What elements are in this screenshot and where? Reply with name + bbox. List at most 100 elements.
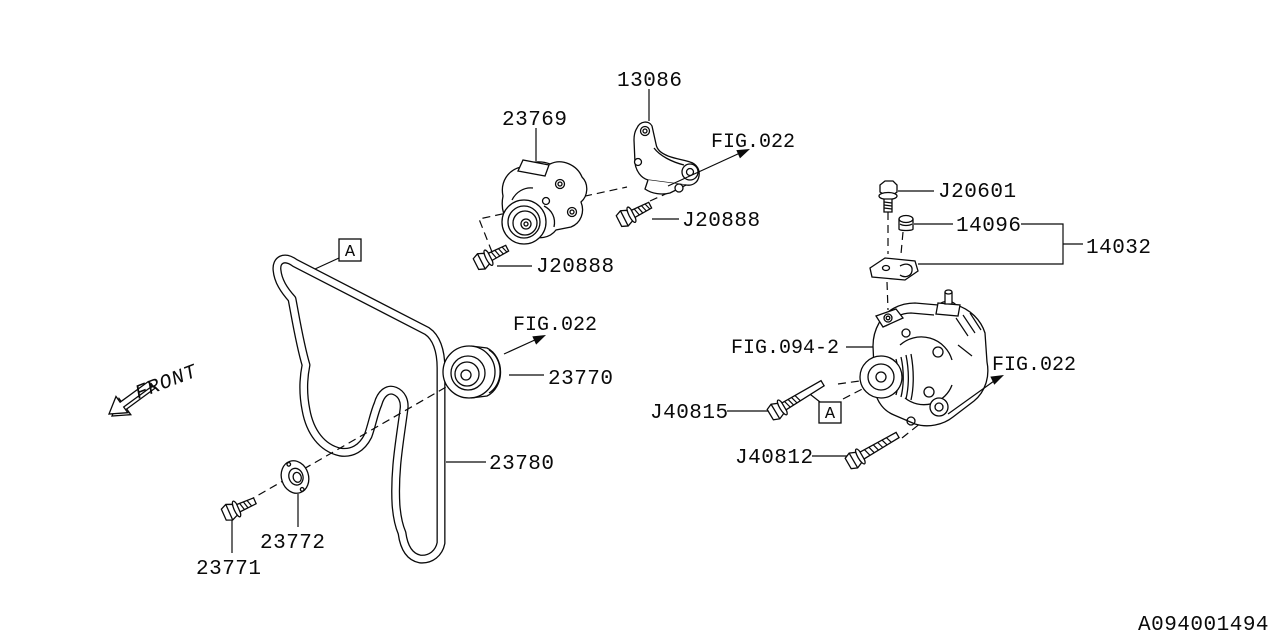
- alternator: [859, 289, 989, 427]
- part-label-23771: 23771: [196, 558, 262, 581]
- part-label-13086: 13086: [617, 70, 683, 93]
- bracket-14032: [869, 257, 919, 281]
- arrowhead: [990, 375, 1004, 385]
- alternator-hole2: [901, 328, 911, 338]
- belt-inner: [273, 255, 445, 563]
- pulley-rim-side2: [488, 349, 501, 394]
- detail-marker-a-right: A: [818, 401, 842, 424]
- alternator-ear-top-hole2: [885, 315, 891, 321]
- part-label-23772: 23772: [260, 532, 326, 555]
- part-label-23770: 23770: [548, 368, 614, 391]
- fig-ref-022-top: FIG.022: [711, 131, 795, 154]
- bolt-shaft: [859, 431, 900, 460]
- bolt-threads: [239, 500, 253, 511]
- pulley-ring: [450, 355, 486, 391]
- alternator-hole3: [923, 386, 935, 398]
- bolt-j40815: [766, 379, 826, 421]
- fig022-arrow-right: [947, 375, 1004, 415]
- washer-hole-bottom: [299, 486, 305, 492]
- marker-box: [338, 238, 362, 262]
- tensioner-pulley-center: [523, 221, 529, 227]
- front-label: FRONT: [132, 361, 201, 406]
- part-label-23769: 23769: [502, 109, 568, 132]
- bracket-13086: [633, 121, 700, 195]
- marker-letter: A: [825, 405, 836, 424]
- bolt-j20888-left: [472, 244, 510, 271]
- fig022-arrow-top: [667, 149, 750, 187]
- fig-ref-022-right: FIG.022: [992, 354, 1076, 377]
- bracket-hole-top: [639, 125, 651, 137]
- alternator-ear-bottom: [929, 397, 949, 417]
- axis-crank-idler: [235, 378, 461, 509]
- marker-letter: A: [345, 243, 356, 262]
- bolt-head-facet: [770, 403, 781, 420]
- bolt-j20888-right: [615, 201, 653, 228]
- arrowhead: [532, 335, 546, 345]
- marker-box: [818, 401, 842, 424]
- alternator-ear-top-hole: [883, 313, 893, 323]
- bolt-threads: [883, 201, 893, 210]
- spacer-line: [899, 223, 913, 227]
- front-arrow: [108, 380, 156, 417]
- alternator-hole1: [932, 346, 944, 358]
- bracket-plate: [869, 257, 919, 281]
- front-arrow-outline: [108, 380, 153, 415]
- bolt-threads: [784, 394, 801, 408]
- fig022-arrow-mid: [503, 335, 546, 355]
- tensioner-tab: [517, 159, 550, 177]
- tensioner-hole-3b: [569, 209, 575, 215]
- part-label-23780: 23780: [489, 453, 555, 476]
- bolt-head-facet: [848, 452, 859, 469]
- arrowhead: [736, 149, 750, 159]
- bolt-head-facet: [476, 253, 486, 270]
- part-label-j40812: J40812: [735, 447, 814, 470]
- part-label-14032: 14032: [1086, 237, 1152, 260]
- spacer-top: [898, 214, 914, 224]
- bolt-j40812: [844, 431, 900, 470]
- tensioner-hole-3: [566, 206, 578, 218]
- pulley-ring2: [454, 361, 480, 387]
- belt-23780: [272, 254, 446, 564]
- detail-marker-a-top: A: [338, 238, 362, 262]
- alternator-fan-arc1: [899, 336, 953, 361]
- alternator-pulley-hub: [875, 371, 887, 383]
- alternator-vents: [955, 312, 982, 357]
- bracket-hole: [881, 264, 891, 272]
- bracket-hole-left: [633, 157, 643, 167]
- alternator-pulley-ring: [867, 363, 895, 391]
- axis-bracket-bolt: [649, 182, 691, 202]
- tensioner-hole-1: [554, 178, 566, 190]
- bracket-flange: [644, 179, 687, 195]
- washer-mid: [288, 467, 304, 486]
- alternator-ear-bottom-hole: [934, 402, 944, 412]
- tensioner-spring-arc: [543, 205, 556, 228]
- tensioner-pulley-rim2: [512, 210, 538, 236]
- tensioner-rib: [511, 187, 534, 201]
- alternator-boss: [906, 416, 916, 426]
- washer-hole-top: [286, 461, 292, 467]
- part-label-j40815: J40815: [650, 402, 729, 425]
- bracket-boss: [681, 163, 699, 181]
- leader-abox-top: [314, 257, 340, 270]
- tensioner-hole-1b: [557, 181, 563, 187]
- part-label-j20888-left: J20888: [536, 256, 615, 279]
- bracket-hole-low: [674, 183, 684, 193]
- alternator-pulley-face: [859, 355, 903, 399]
- washer-inner: [292, 471, 302, 483]
- bracket-hole-top-b: [642, 128, 648, 134]
- fig-ref-094-2: FIG.094-2: [731, 337, 839, 360]
- tensioner-hole-2: [541, 196, 551, 206]
- part-label-j20601: J20601: [938, 181, 1017, 204]
- tensioner-23769: [501, 159, 588, 245]
- bolt-threads: [633, 203, 651, 216]
- bolt-j20601: [878, 180, 898, 213]
- bolt-shaft: [781, 379, 826, 411]
- pulley-hub: [460, 369, 472, 381]
- bracket-saddle-line: [653, 147, 685, 166]
- leader-lines: [231, 89, 1083, 553]
- spacer-14096: [898, 214, 914, 232]
- bracket-clip: [899, 263, 913, 278]
- alternator-stud-top: [944, 289, 953, 295]
